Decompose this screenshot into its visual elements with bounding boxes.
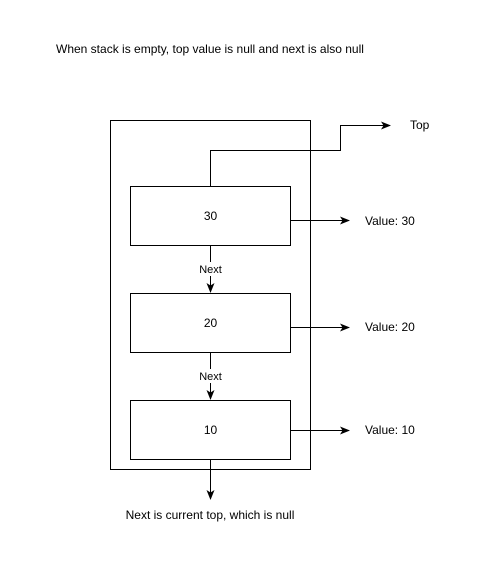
next-label-bg-2: [197, 369, 224, 383]
next-label-bg-1: [197, 262, 224, 276]
node-label-30: 30: [204, 209, 218, 223]
caption-top: When stack is empty, top value is null a…: [56, 42, 364, 56]
top-label: Top: [410, 118, 430, 132]
value-label-30: Value: 30: [365, 214, 415, 228]
value-label-10: Value: 10: [365, 423, 415, 437]
node-label-10: 10: [204, 423, 218, 437]
next-label-2: Next: [199, 371, 222, 383]
caption-bottom: Next is current top, which is null: [126, 508, 295, 522]
stack-node-10: [130, 400, 291, 460]
node-label-20: 20: [204, 316, 218, 330]
value-label-20: Value: 20: [365, 320, 415, 334]
top-pointer-arrow: [210, 121, 391, 186]
next-label-1: Next: [199, 264, 222, 276]
